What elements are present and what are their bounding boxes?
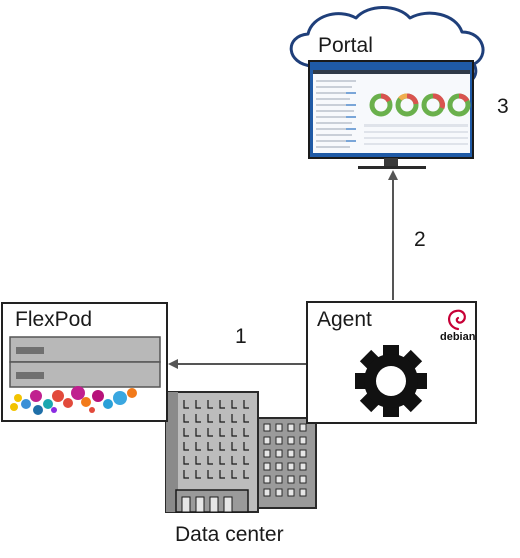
step-1-label: 1 xyxy=(235,325,247,348)
flexpod-label: FlexPod xyxy=(15,308,93,331)
flexpod-box xyxy=(1,302,168,422)
portal-monitor xyxy=(308,60,474,169)
portal-label: Portal xyxy=(318,34,373,57)
datacenter-buildings xyxy=(165,391,317,513)
gear-icon xyxy=(355,345,427,417)
step-2-label: 2 xyxy=(414,228,426,251)
flexpod-logo-dots xyxy=(10,386,137,415)
debian-label: debian xyxy=(440,331,476,343)
debian-logo-icon xyxy=(448,309,466,331)
step-3-label: 3 xyxy=(497,95,509,118)
agent-label: Agent xyxy=(317,308,372,331)
datacenter-label: Data center xyxy=(175,523,284,546)
